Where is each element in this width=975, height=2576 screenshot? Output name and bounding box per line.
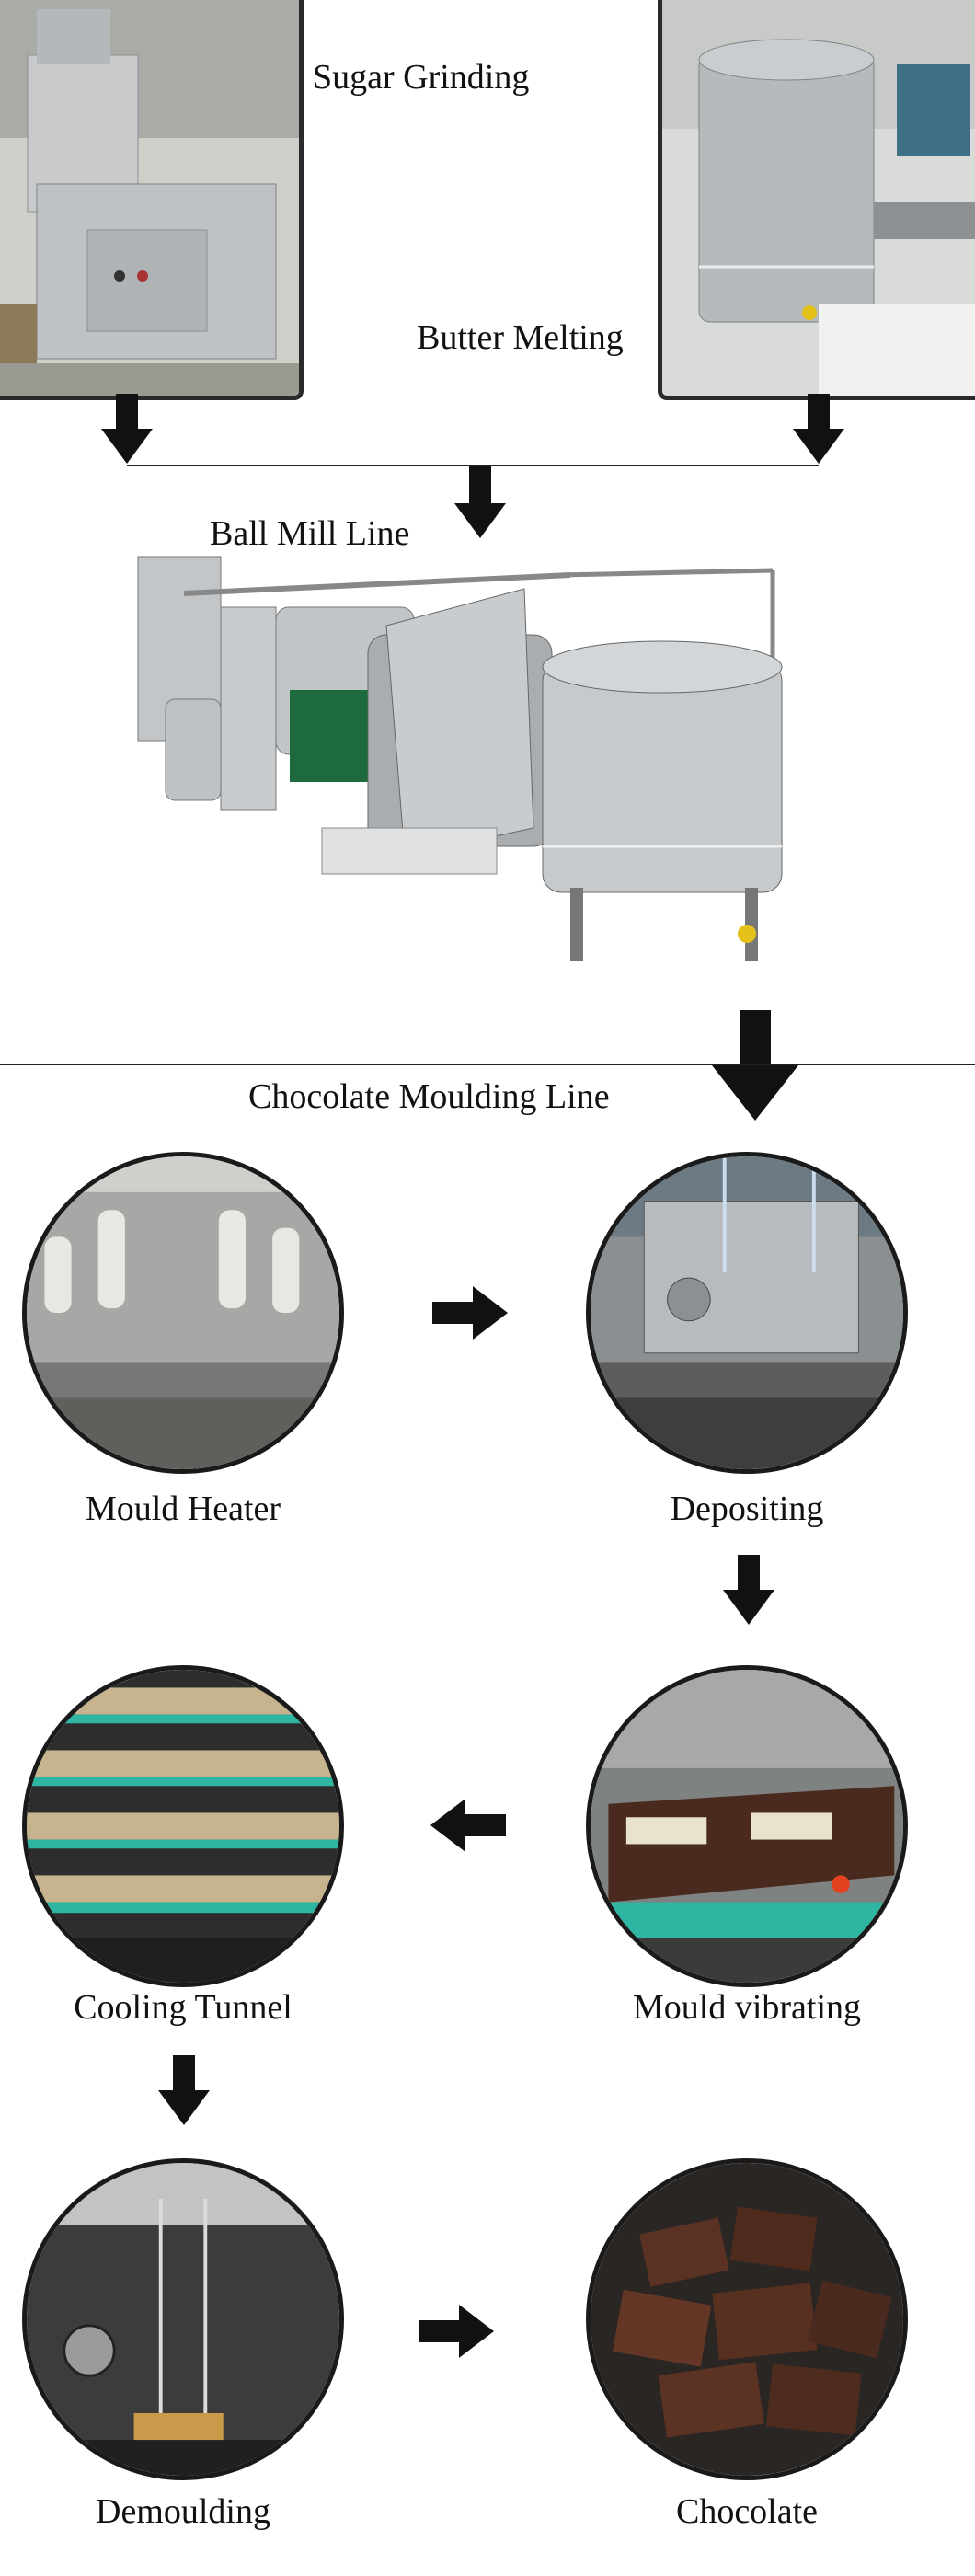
moulding-line-label: Chocolate Moulding Line: [248, 1077, 610, 1116]
chocolate-label: Chocolate: [675, 2492, 819, 2531]
cooling-tunnel-photo: [22, 1665, 344, 1987]
sugar-grinding-label: Sugar Grinding: [313, 58, 530, 97]
mould-heater-label: Mould Heater: [85, 1489, 281, 1528]
mould-vibrating-photo: [586, 1665, 908, 1987]
butter-melting-photo: [658, 0, 975, 400]
arrow-down-icon: [454, 466, 506, 538]
demoulding-label: Demoulding: [96, 2492, 270, 2531]
demoulding-photo: [22, 2158, 344, 2480]
sugar-grinding-photo: [0, 0, 304, 400]
arrow-down-icon: [158, 2055, 210, 2125]
arrow-down-icon: [723, 1555, 774, 1625]
arrow-right-icon: [432, 1286, 508, 1340]
cooling-tunnel-label: Cooling Tunnel: [74, 1988, 292, 2027]
chocolate-photo: [586, 2158, 908, 2480]
arrow-down-icon: [101, 394, 153, 464]
ball-mill-line-photo: [129, 552, 809, 971]
depositing-label: Depositing: [670, 1489, 824, 1528]
ball-mill-line-label: Ball Mill Line: [210, 514, 410, 553]
mould-heater-photo: [22, 1152, 344, 1474]
merge-connector-line: [127, 465, 819, 466]
arrow-right-icon: [419, 2305, 494, 2358]
arrow-down-icon: [793, 394, 844, 464]
section-divider-line: [0, 1064, 975, 1065]
arrow-down-icon: [712, 1010, 798, 1121]
depositing-photo: [586, 1152, 908, 1474]
arrow-left-icon: [430, 1799, 506, 1852]
butter-melting-label: Butter Melting: [417, 318, 624, 357]
mould-vibrating-label: Mould vibrating: [632, 1988, 862, 2027]
